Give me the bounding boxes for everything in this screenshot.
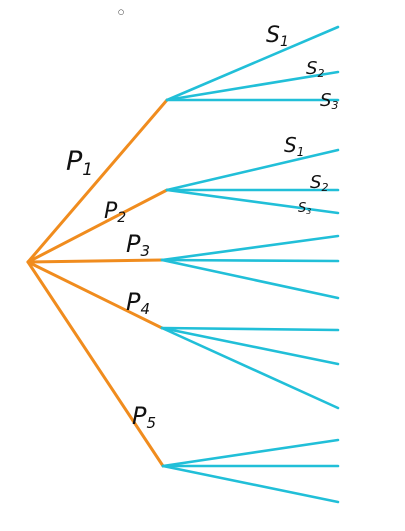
second-level-label-2-3: S3 [298,201,311,216]
first-level-label-5: P5 [132,402,156,432]
second-level-branch-2-1 [165,148,340,192]
first-level-branch-2 [26,188,169,264]
second-level-branch-4-2 [160,326,340,366]
second-level-branch-1-2 [165,70,340,102]
second-level-label-1-2: S2 [306,58,324,80]
first-level-branch-5 [26,260,165,468]
second-level-label-2-1: S1 [284,133,304,159]
first-level-branch-3 [26,258,164,264]
second-level-branch-5-3 [161,464,340,504]
second-level-branch-2-3 [165,188,340,215]
second-level-branch-3-3 [160,258,340,300]
second-level-branch-4-3 [160,326,340,410]
first-level-branch-1 [26,98,169,264]
second-level-branches [160,25,340,504]
first-level-label-2: P2 [104,199,126,226]
first-level-branch-4 [26,260,164,330]
first-level-label-4: P4 [126,288,150,318]
first-level-label-3: P3 [126,230,150,260]
second-level-branch-4-1 [160,326,340,332]
second-level-label-1-1: S1 [266,23,289,50]
second-level-branch-3-2 [160,258,340,263]
second-level-label-2-2: S2 [310,172,328,194]
first-level-branches [26,98,169,468]
second-level-label-1-3: S3 [320,90,338,112]
stray-mark: ○ [118,8,124,16]
second-level-branch-1-1 [165,25,340,102]
first-level-label-1: P1 [66,146,93,180]
second-level-branch-5-1 [161,438,340,468]
second-level-branch-3-1 [160,234,340,262]
